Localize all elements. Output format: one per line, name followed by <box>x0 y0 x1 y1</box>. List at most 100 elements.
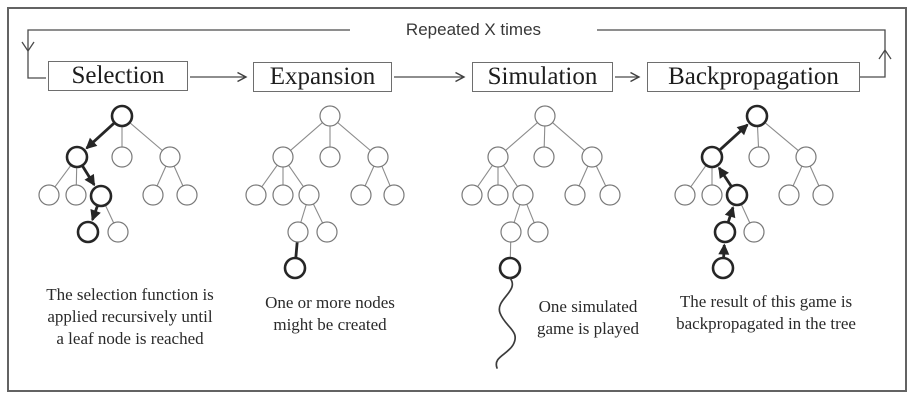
expansion-tree <box>245 105 405 280</box>
tree-edge <box>552 122 585 151</box>
tree-edge <box>809 165 820 187</box>
playout-squiggle-icon <box>495 277 516 369</box>
phase-box-selection: Selection <box>48 61 188 91</box>
tree-edge <box>764 121 799 152</box>
tree-edge <box>364 165 375 187</box>
tree-node-selected <box>711 256 735 280</box>
tree-edge <box>173 165 184 187</box>
tree-node <box>748 146 770 168</box>
tree-edge <box>288 164 304 188</box>
phase-box-simulation: Simulation <box>472 62 613 92</box>
caption-line: The result of this game is <box>679 292 853 311</box>
caption-line: One simulated <box>538 297 638 316</box>
simulation-tree <box>461 105 621 369</box>
loop-arrow-down-icon <box>21 41 35 53</box>
tree-node <box>512 184 534 206</box>
tree-node-selected <box>283 256 307 280</box>
tree-node <box>142 184 164 206</box>
tree-edge <box>156 165 167 187</box>
tree-node <box>367 146 389 168</box>
tree-edge <box>690 164 707 188</box>
tree-node <box>487 146 509 168</box>
tree-node <box>350 184 372 206</box>
tree-node <box>38 184 60 206</box>
phase-box-expansion: Expansion <box>253 62 392 92</box>
caption-selection: The selection function is applied recurs… <box>30 284 230 350</box>
caption-line: might be created <box>273 315 387 334</box>
loop-line-left <box>27 29 350 79</box>
tree-edge <box>300 204 307 223</box>
tree-edge <box>505 122 538 151</box>
tree-node <box>564 184 586 206</box>
tree-node-selected <box>725 183 749 207</box>
tree-node <box>272 184 294 206</box>
backpropagation-tree <box>674 104 834 280</box>
tree-node-selected <box>76 220 100 244</box>
tree-edge <box>337 122 371 151</box>
tree-node <box>674 184 696 206</box>
tree-edge <box>756 125 760 148</box>
tree-node <box>743 221 765 243</box>
tree-edge <box>792 165 803 187</box>
tree-node <box>176 184 198 206</box>
loop-arrow-up-icon <box>878 48 892 60</box>
loop-repeat-label: Repeated X times <box>405 20 542 39</box>
tree-node <box>319 105 341 127</box>
loop-connector <box>21 29 892 79</box>
tree-node <box>107 221 129 243</box>
phase-trees <box>38 104 834 369</box>
phase-box-backpropagation: Backpropagation <box>647 62 860 92</box>
tree-edge <box>290 122 323 151</box>
tree-edge-selected <box>294 241 299 259</box>
caption-line: The selection function is <box>46 285 214 304</box>
tree-node <box>298 184 320 206</box>
tree-node <box>500 221 522 243</box>
tree-edge <box>477 164 493 188</box>
caption-expansion: One or more nodes might be created <box>237 292 423 336</box>
tree-node-selected <box>65 145 89 169</box>
caption-line: a leaf node is reached <box>56 329 204 348</box>
caption-line: applied recursively until <box>47 307 213 326</box>
tree-node <box>812 184 834 206</box>
tree-node <box>599 184 621 206</box>
tree-node <box>287 221 309 243</box>
tree-node <box>581 146 603 168</box>
tree-edge-selected <box>718 123 749 152</box>
tree-node-selected <box>89 184 113 208</box>
tree-node-selected <box>700 145 724 169</box>
tree-node <box>111 146 133 168</box>
tree-node <box>527 221 549 243</box>
tree-edge-selected <box>718 243 730 259</box>
tree-node <box>487 184 509 206</box>
tree-node <box>795 146 817 168</box>
tree-node-selected <box>713 220 737 244</box>
tree-node-selected <box>745 104 769 128</box>
diagram-border <box>7 7 907 392</box>
tree-edge <box>54 164 72 188</box>
tree-node <box>272 146 294 168</box>
tree-node <box>65 184 87 206</box>
tree-edge <box>129 122 163 151</box>
tree-edge <box>513 204 521 223</box>
tree-node <box>461 184 483 206</box>
tree-edge <box>578 165 589 187</box>
tree-node-selected <box>498 256 522 280</box>
tree-node <box>701 184 723 206</box>
caption-line: game is played <box>537 319 639 338</box>
caption-backpropagation: The result of this game is backpropagate… <box>658 291 874 335</box>
tree-edge <box>503 165 518 187</box>
tree-node <box>534 105 556 127</box>
tree-edge-selected <box>81 164 96 187</box>
tree-node <box>159 146 181 168</box>
tree-node <box>245 184 267 206</box>
tree-edge <box>312 203 324 224</box>
tree-edge <box>526 204 535 223</box>
tree-node <box>533 146 555 168</box>
tree-edge <box>740 203 751 224</box>
selection-tree <box>38 104 198 244</box>
tree-edge-selected <box>724 205 736 223</box>
tree-edge-selected <box>85 121 116 150</box>
caption-simulation: One simulated game is played <box>508 296 668 340</box>
